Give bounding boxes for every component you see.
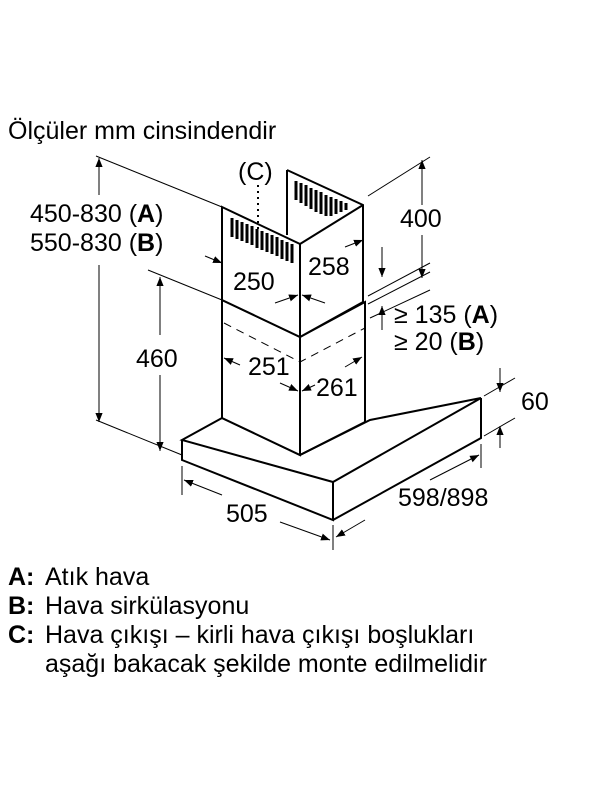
legend-item-a: A: Atık hava (8, 563, 487, 592)
vent-slots-back (294, 181, 348, 216)
units-note: Ölçüler mm cinsindendir (8, 117, 277, 145)
vent-slots-front (230, 218, 294, 263)
vent-outlet-label: (C) (238, 158, 273, 186)
legend-item-c: C: Hava çıkışı – kirli hava çıkışı boşlu… (8, 621, 487, 650)
lower-chimney-width-label: 251 (248, 353, 290, 381)
legend: A: Atık hava B: Hava sirkülasyonu C: Hav… (8, 563, 487, 679)
legend-key (8, 650, 45, 679)
lower-chimney-depth-label: 261 (316, 374, 358, 402)
legend-text: aşağı bakacak şekilde monte edilmelidir (45, 650, 487, 678)
height-b-label: 550-830 (B) (30, 229, 163, 257)
legend-item-c-continued: aşağı bakacak şekilde monte edilmelidir (8, 650, 487, 679)
hood-depth-label: 505 (226, 500, 268, 528)
legend-key: B: (8, 592, 35, 620)
extension-lines (95, 155, 516, 550)
hood-thickness-label: 60 (521, 388, 549, 416)
legend-item-b: B: Hava sirkülasyonu (8, 592, 487, 621)
clearance-b-label: ≥ 20 (B) (394, 328, 484, 356)
legend-text: Atık hava (45, 563, 150, 591)
upper-chimney-height-label: 400 (400, 205, 442, 233)
legend-key: A: (8, 563, 35, 591)
hood-dimension-diagram: (C) 450-830 (A) 550-830 (B) 400 250 258 … (30, 155, 549, 550)
hood-width-label: 598/898 (398, 484, 488, 512)
legend-text: Hava sirkülasyonu (45, 592, 250, 620)
legend-key: C: (8, 621, 35, 649)
lower-chimney-height-label: 460 (136, 345, 178, 373)
clearance-a-label: ≥ 135 (A) (394, 301, 498, 329)
legend-text: Hava çıkışı – kirli hava çıkışı boşlukla… (45, 621, 475, 649)
upper-chimney-width-label: 250 (233, 268, 275, 296)
upper-chimney-depth-label: 258 (308, 253, 350, 281)
dimension-lines (95, 158, 504, 541)
height-a-label: 450-830 (A) (30, 200, 163, 228)
